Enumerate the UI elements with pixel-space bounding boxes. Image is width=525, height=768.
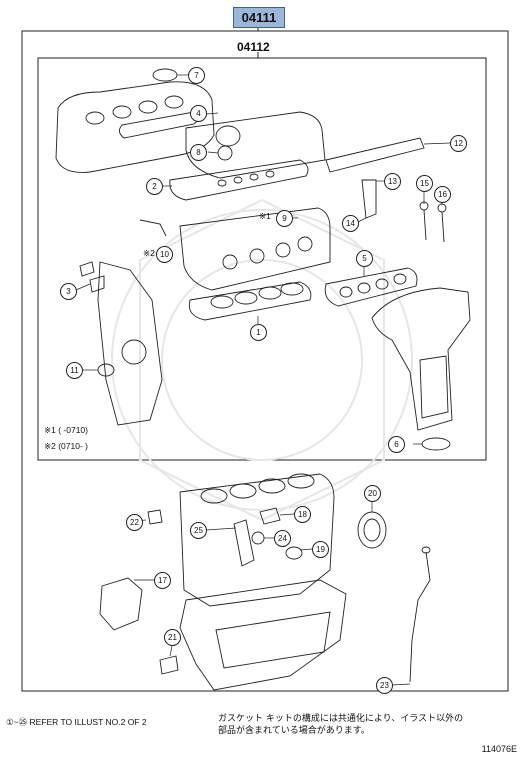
gasket-18 — [259, 507, 281, 525]
cover-ports — [85, 95, 184, 125]
callout-21[interactable]: 21 — [164, 629, 181, 646]
note-range-2: ※2 (0710- ) — [44, 441, 88, 451]
oil-level-gauge-guide — [409, 551, 431, 683]
oil-filler-cap — [152, 68, 178, 82]
intake-manifold — [185, 111, 326, 179]
callout-18[interactable]: 18 — [294, 506, 311, 523]
callout-9[interactable]: 9 — [276, 210, 293, 227]
intake-valve — [423, 209, 427, 241]
mark-2-label: ※2 — [143, 248, 155, 258]
japanese-note: ガスケット キットの構成には共通化により、イラスト以外の 部品が含まれている場合… — [218, 713, 518, 737]
callout-16[interactable]: 16 — [434, 186, 451, 203]
leader-lines — [75, 74, 451, 686]
callout-12[interactable]: 12 — [450, 135, 467, 152]
timing-chain-cover — [97, 261, 163, 426]
gasket-holes — [217, 170, 275, 187]
callout-13[interactable]: 13 — [384, 173, 401, 190]
exhaust-manifold-gasket — [324, 267, 418, 307]
callout-23[interactable]: 23 — [376, 677, 393, 694]
watermark-emblem — [111, 198, 413, 522]
head-ports — [222, 236, 313, 270]
callout-3[interactable]: 3 — [60, 283, 77, 300]
refer-note: ①~㉕ REFER TO ILLUST NO.2 OF 2 — [6, 717, 147, 727]
head-gasket-bores — [210, 282, 304, 309]
water-outlet — [79, 261, 95, 277]
cylinder-block — [179, 473, 335, 607]
callout-1[interactable]: 1 — [250, 324, 267, 341]
exhaust-gasket-ring — [421, 437, 451, 451]
mark-1-label: ※1 — [259, 211, 271, 221]
assembly-number-label[interactable]: 04111 — [233, 7, 285, 28]
callout-4[interactable]: 4 — [190, 105, 207, 122]
exhaust-manifold — [371, 287, 471, 431]
gasket-24 — [251, 531, 265, 545]
callout-10[interactable]: 10 — [156, 246, 173, 263]
callout-20[interactable]: 20 — [364, 485, 381, 502]
callout-22[interactable]: 22 — [126, 514, 143, 531]
drain-plug-21 — [159, 655, 179, 675]
callout-24[interactable]: 24 — [274, 530, 291, 547]
callout-6[interactable]: 6 — [388, 436, 405, 453]
illustration-code: 114076E — [481, 744, 517, 754]
oil-seal-19 — [285, 546, 303, 560]
oil-pump-assembly — [99, 577, 143, 631]
callout-25[interactable]: 25 — [190, 522, 207, 539]
cylinder-head-gasket — [188, 281, 312, 321]
japanese-note-line-2: 部品が含まれている場合があります。 — [218, 726, 370, 736]
callout-15[interactable]: 15 — [416, 175, 433, 192]
water-hose-10 — [139, 219, 167, 237]
callout-14[interactable]: 14 — [342, 215, 359, 232]
oil-seal-8 — [217, 145, 233, 161]
note-range-1: ※1 ( -0710) — [44, 425, 88, 435]
sub-assembly-number-label[interactable]: 04112 — [237, 40, 270, 54]
gasket-25 — [233, 519, 255, 567]
fuel-injector — [361, 179, 377, 219]
callout-5[interactable]: 5 — [356, 250, 373, 267]
callout-7[interactable]: 7 — [188, 67, 205, 84]
rear-oil-seal — [357, 511, 387, 549]
cylinder-head — [179, 207, 331, 291]
outer-frame — [21, 30, 509, 692]
cylinder-head-cover — [55, 81, 215, 173]
plug-22 — [147, 509, 163, 525]
oil-pan — [179, 579, 347, 691]
callout-2[interactable]: 2 — [146, 178, 163, 195]
head-cover-gasket — [169, 159, 309, 201]
block-bores — [200, 473, 315, 504]
fuel-delivery-pipe — [325, 137, 425, 173]
callout-11[interactable]: 11 — [66, 362, 83, 379]
exhaust-valve — [441, 211, 445, 243]
callout-17[interactable]: 17 — [154, 572, 171, 589]
callout-19[interactable]: 19 — [312, 541, 329, 558]
callout-8[interactable]: 8 — [190, 144, 207, 161]
japanese-note-line-1: ガスケット キットの構成には共通化により、イラスト以外の — [218, 714, 464, 724]
